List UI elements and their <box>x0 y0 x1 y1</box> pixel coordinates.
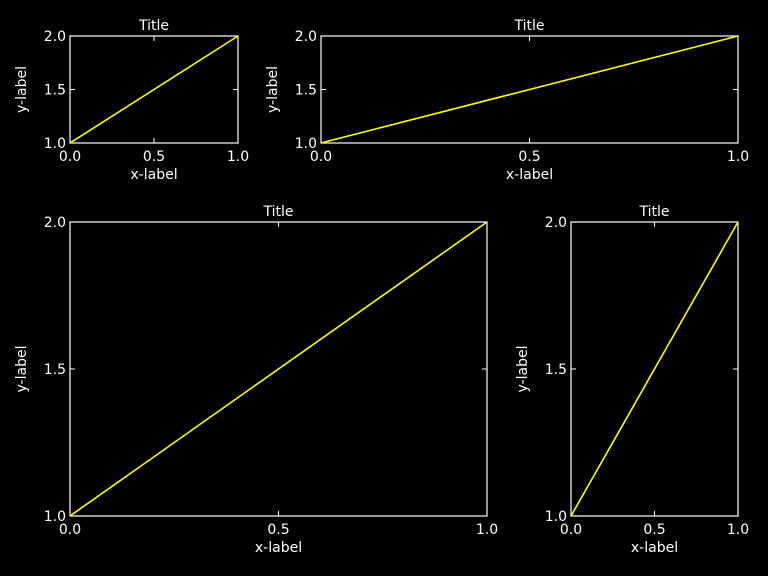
x-tick-label: 0.5 <box>267 522 289 538</box>
y-tick-label: 1.5 <box>44 83 66 99</box>
chart-title: Title <box>513 18 544 34</box>
y-tick-label: 1.0 <box>545 509 567 525</box>
y-tick-label: 1.5 <box>295 83 317 99</box>
y-axis-label: y-label <box>14 66 30 113</box>
x-axis-label: x-label <box>506 167 553 183</box>
y-tick-label: 2.0 <box>295 29 317 45</box>
subplot-4: 0.0 0.5 1.0 1.0 1.5 2.0 Title x-label y-label <box>515 204 749 556</box>
x-tick-label: 0.5 <box>143 149 165 165</box>
x-tick-label: 0.5 <box>518 149 540 165</box>
subplot-3: 0.0 0.5 1.0 1.0 1.5 2.0 Title x-label y-label <box>14 204 498 556</box>
y-tick-label: 1.0 <box>44 509 66 525</box>
subplot-2: 0.0 0.5 1.0 1.0 1.5 2.0 Title x-label y-label <box>265 18 749 183</box>
series-line <box>69 221 488 517</box>
x-tick-label: 0.0 <box>560 522 582 538</box>
x-axis-label: x-label <box>631 540 678 556</box>
series-line <box>570 221 739 517</box>
y-tick-label: 2.0 <box>44 215 66 231</box>
x-tick-label: 0.5 <box>643 522 665 538</box>
y-axis-label: y-label <box>14 346 30 393</box>
y-tick-label: 1.5 <box>44 362 66 378</box>
series-line <box>320 35 739 144</box>
y-tick-label: 2.0 <box>545 215 567 231</box>
x-tick-label: 1.0 <box>727 522 749 538</box>
x-tick-label: 0.0 <box>310 149 332 165</box>
chart-title: Title <box>138 18 169 34</box>
x-tick-label: 1.0 <box>727 149 749 165</box>
x-axis-label: x-label <box>255 540 302 556</box>
chart-title: Title <box>262 204 293 220</box>
y-tick-label: 2.0 <box>44 29 66 45</box>
x-tick-label: 1.0 <box>227 149 249 165</box>
y-tick-label: 1.0 <box>295 136 317 152</box>
x-tick-label: 1.0 <box>476 522 498 538</box>
x-tick-label: 0.0 <box>59 149 81 165</box>
y-tick-label: 1.0 <box>44 136 66 152</box>
subplot-1: 0.0 0.5 1.0 1.0 1.5 2.0 Title x-label y-label <box>14 18 249 183</box>
y-axis-label: y-label <box>265 66 281 113</box>
series-line <box>69 35 239 144</box>
x-tick-label: 0.0 <box>59 522 81 538</box>
y-axis-label: y-label <box>515 346 531 393</box>
y-tick-label: 1.5 <box>545 362 567 378</box>
x-axis-label: x-label <box>130 167 177 183</box>
chart-title: Title <box>638 204 669 220</box>
